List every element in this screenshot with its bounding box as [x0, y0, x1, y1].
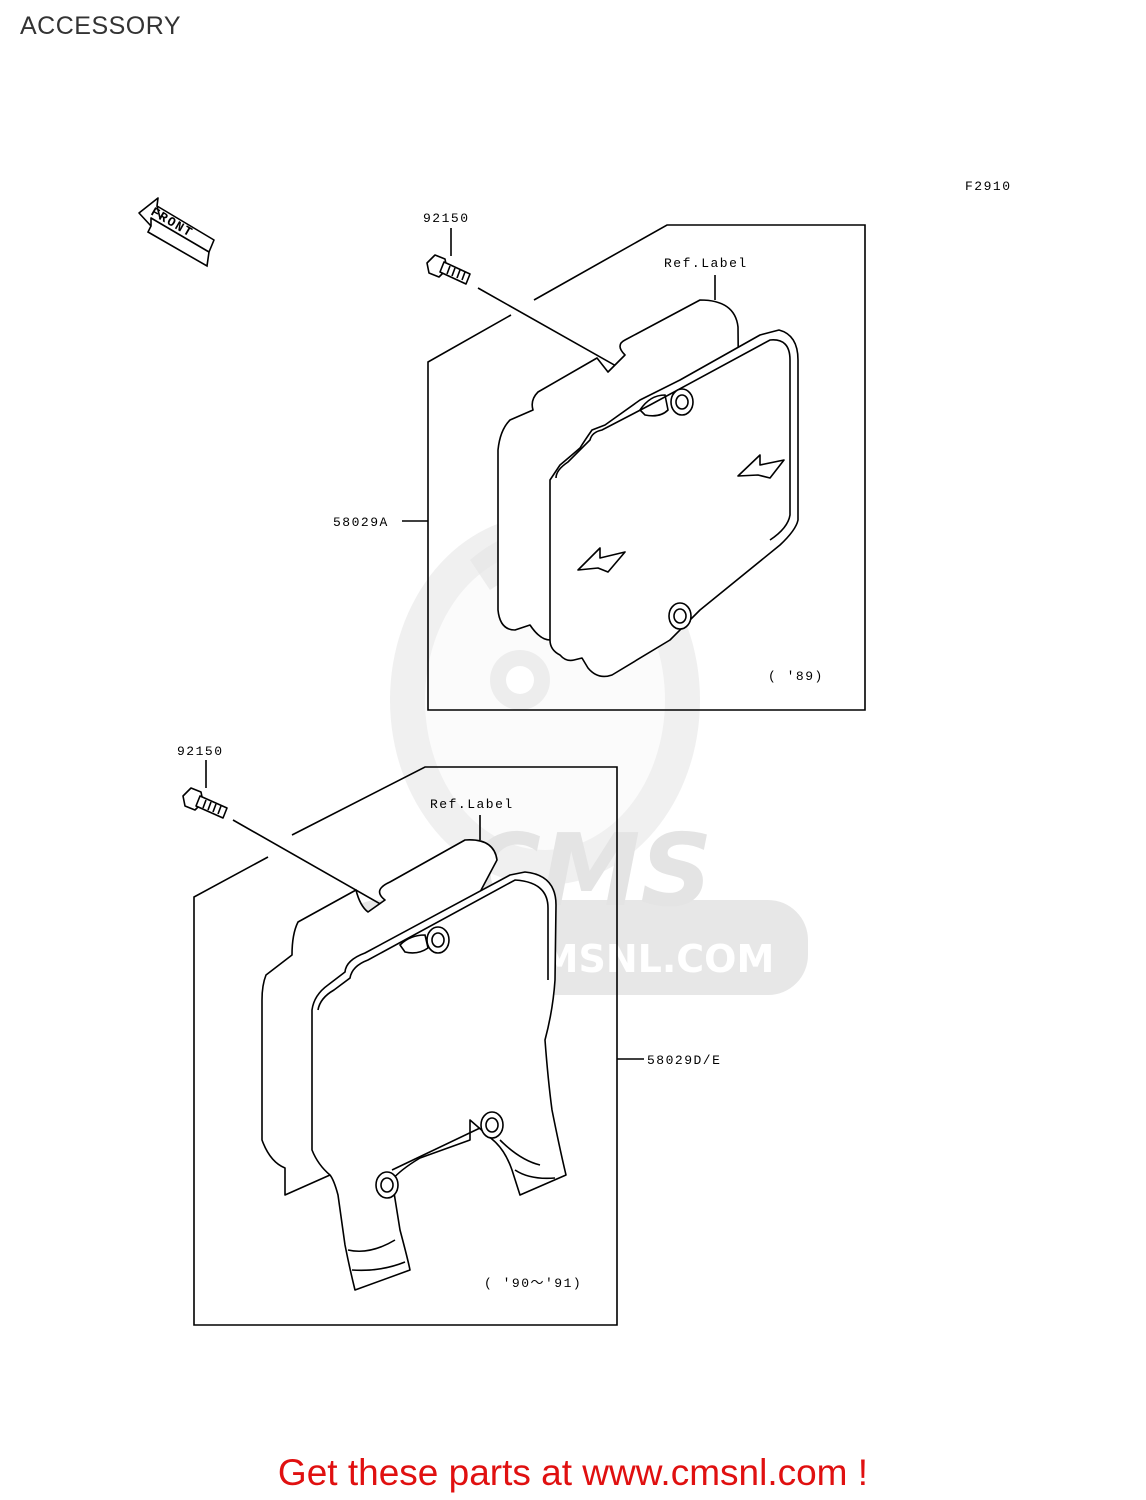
group-1-frame [427, 224, 866, 711]
group-2-years: ( '90～'91) [484, 1276, 582, 1291]
group-2-bolt-icon[interactable] [182, 787, 228, 819]
group-2: 92150 Ref.Label 58029D/E ( '90～'91) [177, 744, 721, 1326]
group-1-arrow-icon [737, 454, 785, 479]
group-1-cover [549, 329, 799, 678]
group-2-cover-part: 58029D/E [647, 1053, 721, 1068]
group-1-ref-label: Ref.Label [664, 256, 748, 271]
group-2-ref-label: Ref.Label [430, 797, 514, 812]
group-1-arrow-icon [577, 547, 626, 573]
group-1: 92150 Ref.Label 58029A ( '89) [333, 211, 866, 711]
group-1-bolt-icon[interactable] [426, 254, 471, 285]
group-1-years: ( '89) [768, 669, 824, 684]
group-1-bolt-part: 92150 [423, 211, 470, 226]
front-arrow-icon: FRONT [138, 197, 215, 268]
group-1-cover-part: 58029A [333, 515, 389, 530]
group-2-frame [193, 766, 618, 1326]
group-2-bolt-part: 92150 [177, 744, 224, 759]
figure-code: F2910 [965, 179, 1012, 194]
footer-cta-link[interactable]: Get these parts at www.cmsnl.com ! [277, 1452, 869, 1493]
page-title: ACCESSORY [20, 12, 182, 40]
